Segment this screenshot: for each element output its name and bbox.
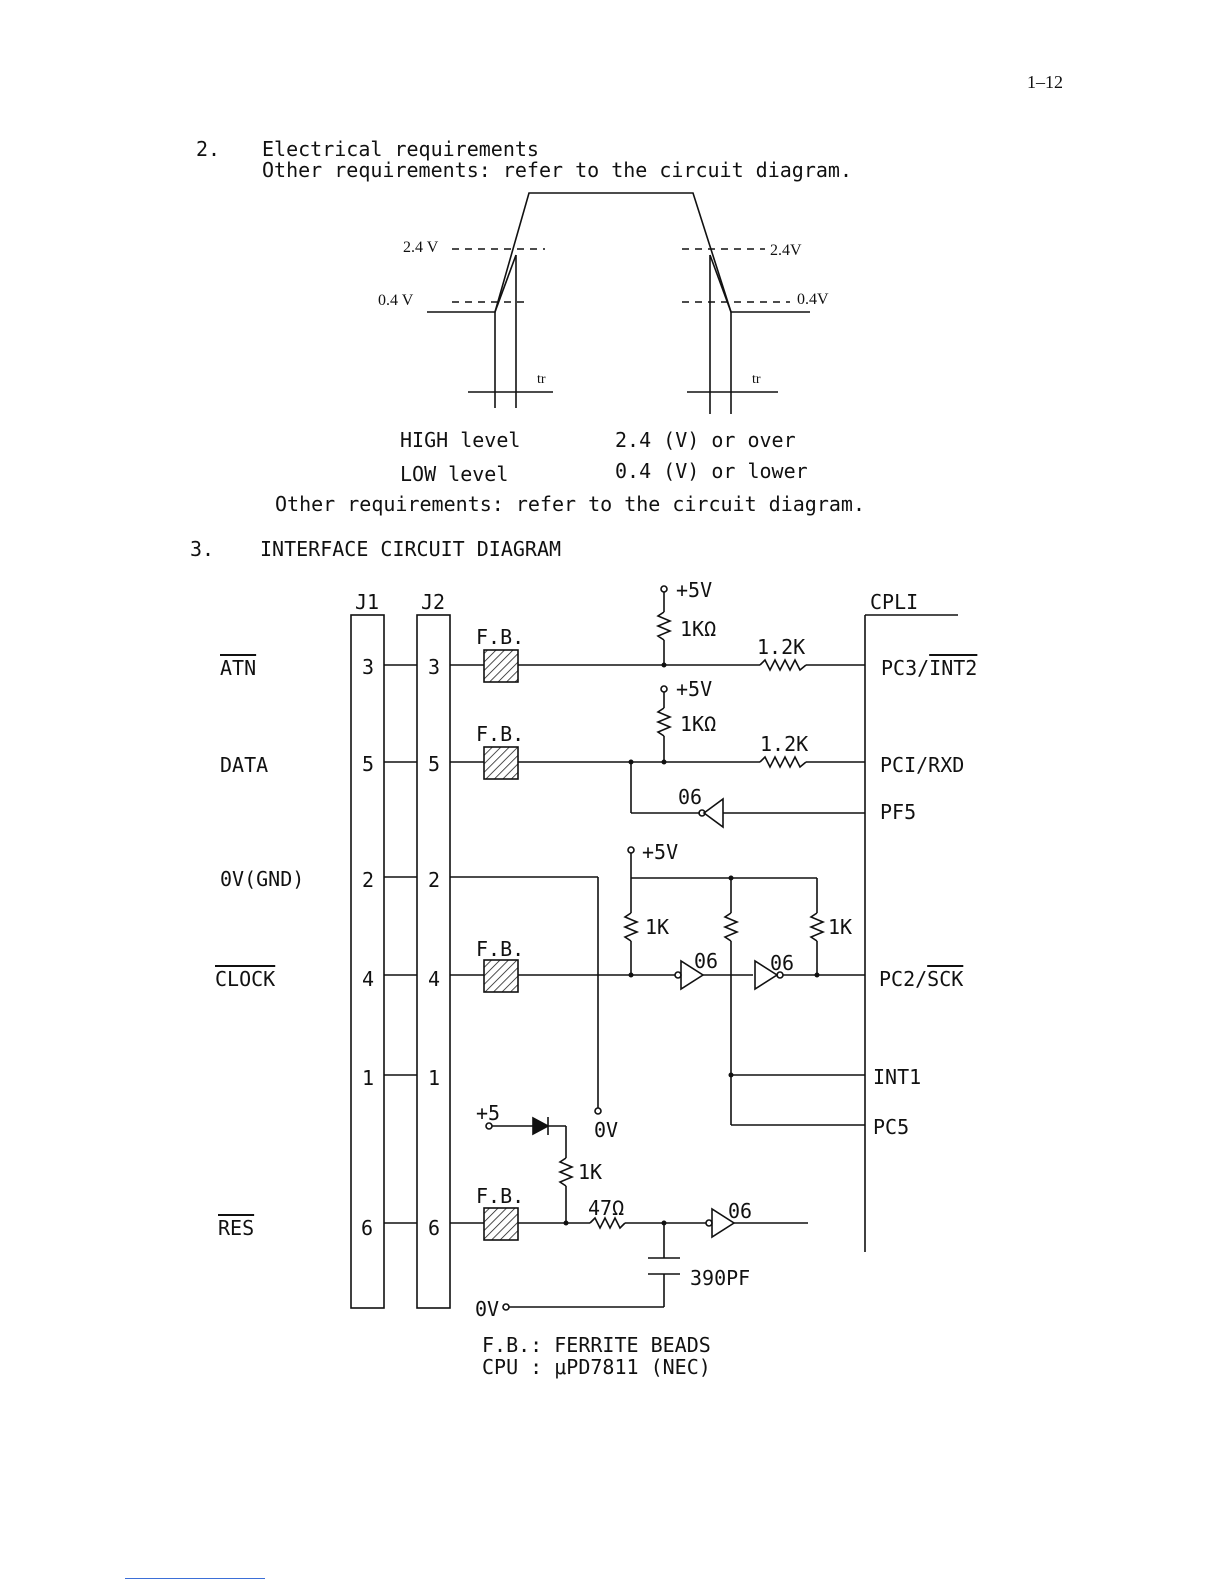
vcc-label: +5V — [642, 840, 679, 864]
cpu-pin-pc3: PC3/INT2 — [881, 656, 978, 680]
ferrite-bead-atn — [483, 649, 519, 683]
connector-j2-label: J2 — [421, 590, 446, 614]
capacitor-label: 390PF — [690, 1266, 751, 1290]
low-right-label: 0.4V — [797, 291, 829, 308]
j1-pin: 2 — [362, 868, 375, 892]
j1-pin: 5 — [362, 752, 375, 776]
section-3-number: 3. — [190, 537, 215, 561]
section-2-subtitle: Other requirements: refer to the circuit… — [262, 158, 853, 182]
j2-pin: 1 — [428, 1066, 441, 1090]
signal-res: RES — [218, 1216, 255, 1240]
legend-fb: F.B.: FERRITE BEADS — [482, 1333, 711, 1357]
low-level-label: LOW level — [400, 462, 509, 486]
section-2-title: Electrical requirements — [262, 137, 539, 161]
resistor-1-2k-label: 1.2K — [757, 635, 806, 659]
vcc-label: +5V — [676, 677, 713, 701]
ferrite-bead-label: F.B. — [476, 937, 525, 961]
resistor-1k-label: 1K — [645, 915, 670, 939]
resistor-1-2k-label: 1.2K — [760, 732, 809, 756]
cpu-pin-pc1-rxd: PCI/RXD — [880, 753, 965, 777]
ferrite-bead-clock — [483, 959, 519, 993]
legend-cpu: CPU : μPD7811 (NEC) — [482, 1355, 711, 1379]
levels-note: Other requirements: refer to the circuit… — [275, 492, 866, 516]
high-level-value: 2.4 (V) or over — [615, 428, 796, 452]
resistor-1k-label: 1K — [578, 1160, 603, 1184]
signal-clock: CLOCK — [215, 967, 276, 991]
j1-pin: 6 — [361, 1216, 374, 1240]
ferrite-bead-label: F.B. — [476, 625, 525, 649]
page-number: 1–12 — [1027, 72, 1063, 92]
cpu-pin-pf5: PF5 — [880, 800, 917, 824]
cpu-pin-pc5: PC5 — [873, 1115, 910, 1139]
section-3-title: INTERFACE CIRCUIT DIAGRAM — [260, 537, 562, 561]
vcc-label: +5V — [676, 578, 713, 602]
ferrite-bead-label: F.B. — [476, 722, 525, 746]
resistor-47-ohm-label: 47Ω — [588, 1196, 625, 1220]
ferrite-bead-res — [483, 1207, 519, 1241]
j1-pin: 3 — [362, 655, 375, 679]
gate-label: 06 — [694, 949, 719, 973]
j2-pin: 6 — [428, 1216, 441, 1240]
high-right-label: 2.4V — [770, 242, 802, 259]
ferrite-bead-data — [483, 746, 519, 780]
high-left-label: 2.4 V — [403, 239, 439, 256]
high-level-label: HIGH level — [400, 428, 521, 452]
gate-label: 06 — [678, 785, 703, 809]
low-left-label: 0.4 V — [378, 292, 414, 309]
gate-label: 06 — [728, 1199, 753, 1223]
j1-pin: 1 — [362, 1066, 375, 1090]
cpu-label: CPLI — [870, 590, 919, 614]
j2-pin: 4 — [428, 967, 441, 991]
footer-rule — [125, 1578, 265, 1579]
resistor-1k-ohm-label: 1KΩ — [680, 712, 717, 736]
section-2-number: 2. — [196, 137, 221, 161]
resistor-1k-ohm-label: 1KΩ — [680, 617, 717, 641]
signal-gnd: 0V(GND) — [220, 867, 305, 891]
ferrite-bead-label: F.B. — [476, 1184, 525, 1208]
connector-j1-label: J1 — [355, 590, 380, 614]
diode-icon — [533, 1118, 548, 1134]
cpu-pin-int1: INT1 — [873, 1065, 922, 1089]
gate-label: 06 — [770, 951, 795, 975]
connector-j2 — [416, 614, 451, 1309]
j1-pin: 4 — [362, 967, 375, 991]
connector-j1 — [350, 614, 385, 1309]
cpu-pin-pc2: PC2/SCK — [879, 967, 964, 991]
signal-data: DATA — [220, 753, 269, 777]
resistor-1k-label: 1K — [828, 915, 853, 939]
j2-pin: 3 — [428, 655, 441, 679]
j2-pin: 5 — [428, 752, 441, 776]
j2-pin: 2 — [428, 868, 441, 892]
tr-left-label: tr — [537, 372, 546, 387]
ground-label: 0V — [594, 1118, 619, 1142]
tr-right-label: tr — [752, 372, 761, 387]
ground-label: 0V — [475, 1297, 500, 1321]
signal-atn: ATN — [220, 656, 257, 680]
vcc-short-label: +5 — [476, 1101, 501, 1125]
low-level-value: 0.4 (V) or lower — [615, 459, 808, 483]
